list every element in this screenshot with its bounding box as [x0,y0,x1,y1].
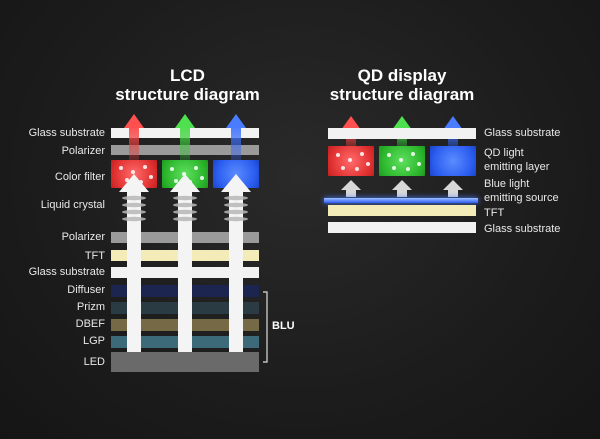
lcd-white-arrow-3 [221,174,251,352]
lcd-label-diffuser: Diffuser [67,284,105,296]
qd-red-output-arrow [341,116,361,148]
lcd-label-glass-substrate-bottom: Glass substrate [28,266,105,278]
qd-grey-arrow-3 [443,180,463,197]
lcd-green-output-arrow [175,114,195,160]
blu-label: BLU [272,320,295,332]
qd-label-blue-light-line2: emitting source [484,192,559,204]
qd-light-emitting-blue [430,146,476,176]
lcd-label-color-filter: Color filter [54,171,105,183]
qd-blue-output-arrow [443,116,463,148]
qd-label-blue-light-line1: Blue light [484,178,530,190]
lcd-title-line2: structure diagram [115,85,260,104]
qd-title-line1: QD display [357,66,447,85]
qd-light-emitting-green [379,146,425,176]
qd-glass-substrate-top-layer [328,128,476,139]
qd-title: QD display structure diagram [322,66,482,104]
qd-light-emitting-red [328,146,374,176]
qd-title-line2: structure diagram [329,85,475,104]
qd-label-glass-substrate-top: Glass substrate [484,127,561,139]
qd-blue-light-source-layer [324,198,478,203]
qd-glass-substrate-bottom-layer [328,222,476,233]
lcd-label-tft: TFT [84,250,105,262]
qd-label-qd-light-line1: QD light [484,147,524,159]
lcd-red-output-arrow [124,114,144,160]
lcd-label-polarizer-top: Polarizer [61,145,105,157]
lcd-label-polarizer-bottom: Polarizer [61,231,105,243]
qd-grey-arrow-1 [341,180,361,197]
qd-label-tft: TFT [484,207,505,219]
lcd-label-liquid-crystal: Liquid crystal [40,199,105,211]
qd-tft-layer [328,205,476,216]
lcd-liquid-crystal-molecules [122,195,248,222]
lcd-title-line1: LCD [170,66,205,85]
lcd-label-glass-substrate-top: Glass substrate [28,127,105,139]
qd-grey-arrow-2 [392,180,412,197]
lcd-led-layer [111,352,259,372]
lcd-label-prizm: Prizm [76,301,105,313]
qd-label-qd-light-line2: emitting layer [484,161,550,173]
blu-bracket [263,291,268,363]
qd-green-output-arrow [392,116,412,148]
qd-label-glass-substrate-bottom: Glass substrate [484,223,561,235]
lcd-title: LCD structure diagram [110,66,265,104]
lcd-label-lgp: LGP [82,335,105,347]
lcd-white-arrow-1 [119,174,149,352]
lcd-white-arrow-2 [170,174,200,352]
lcd-label-dbef: DBEF [75,318,105,330]
lcd-blue-output-arrow [226,114,246,160]
lcd-label-led: LED [83,356,105,368]
